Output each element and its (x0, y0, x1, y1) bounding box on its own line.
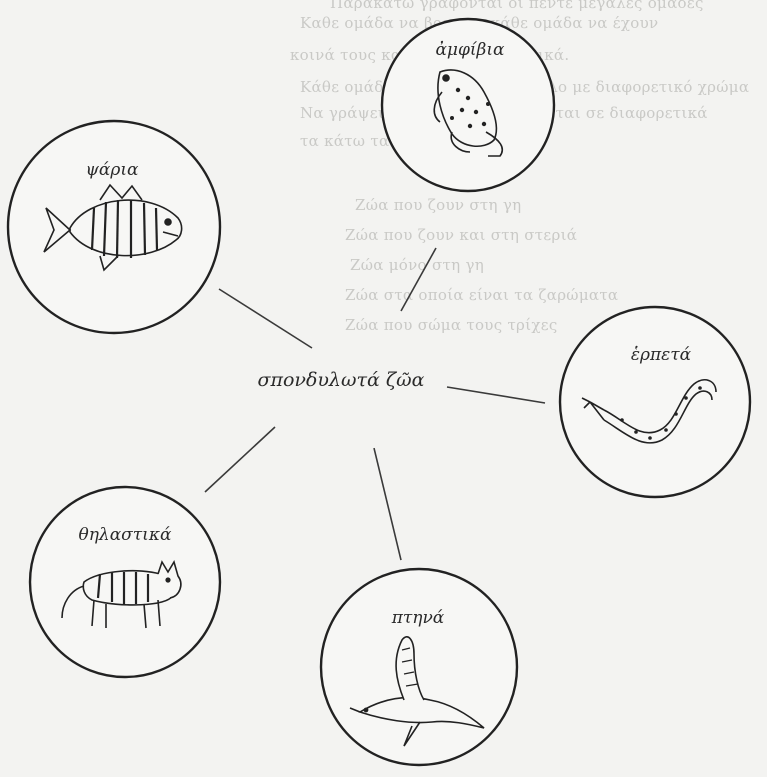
group-label-amphibians: ἀμφίβια (435, 40, 505, 60)
center-label: σπονδυλωτά ζῶα (258, 369, 425, 391)
connector-line-birds (374, 448, 401, 560)
group-label-mammals: θηλαστικά (79, 525, 172, 545)
group-label-reptiles: ἑρπετά (631, 345, 692, 365)
connector-line-mammals (205, 427, 275, 492)
group-mammals: θηλαστικά (30, 487, 220, 677)
connector-line-reptiles (447, 387, 545, 403)
group-amphibians: ἀμφίβια (382, 19, 554, 191)
group-birds: πτηνά (321, 569, 517, 765)
group-label-fish: ψάρια (86, 160, 139, 180)
connector-line-fish (219, 289, 312, 348)
connector-line-amphibians (401, 248, 436, 311)
group-fish: ψάρια (8, 121, 220, 333)
group-label-birds: πτηνά (391, 608, 445, 628)
group-reptiles: ἑρπετά (560, 307, 750, 497)
